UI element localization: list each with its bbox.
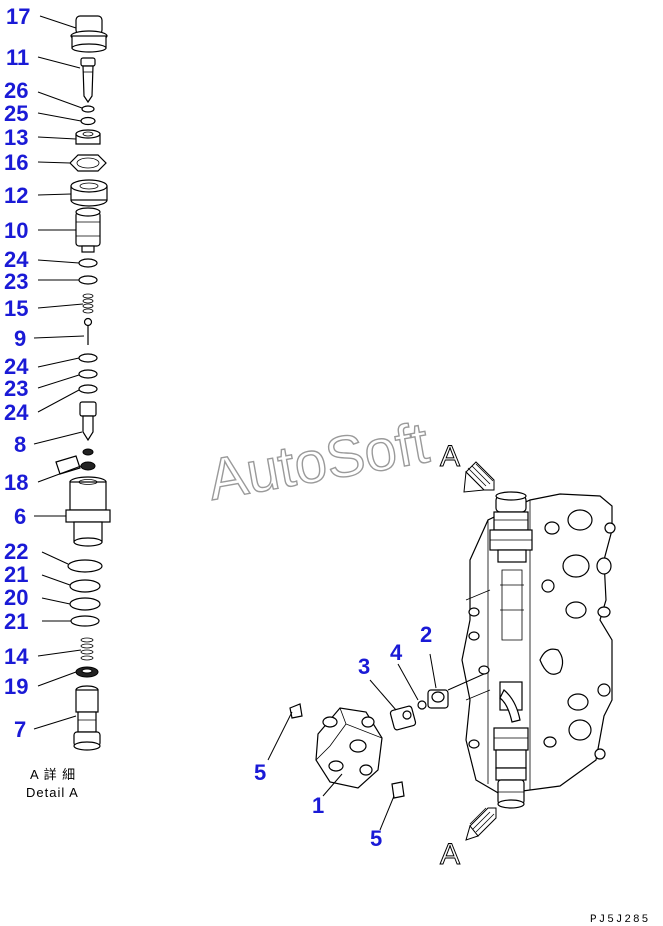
- detail-caption-en: Detail A: [26, 785, 79, 800]
- callout-10: 10: [4, 218, 28, 243]
- detail-callouts: 17 11 26 25 13 16 12 10 24 23 15 9 24 23…: [4, 4, 30, 742]
- part-cap: [70, 15, 108, 53]
- callout-8: 8: [14, 432, 26, 457]
- callout-6: 6: [14, 504, 26, 529]
- callout-2: 2: [420, 622, 432, 647]
- part-backup-ring-2: [78, 353, 98, 363]
- watermark-text: AutoSoft: [203, 410, 433, 513]
- callout-5-b: 5: [370, 826, 382, 851]
- part-large-ring-3: [69, 597, 101, 611]
- callout-23-b: 23: [4, 376, 28, 401]
- valve-block: [461, 491, 616, 809]
- part-spring-small: [82, 293, 94, 314]
- callout-21-a: 21: [4, 562, 28, 587]
- callout-7: 7: [14, 717, 26, 742]
- part-large-ring-4: [70, 615, 100, 627]
- callout-17: 17: [6, 4, 30, 29]
- callout-25: 25: [4, 101, 28, 126]
- view-arrow-bottom: A: [440, 807, 497, 872]
- part-washer: [75, 666, 99, 678]
- callout-22: 22: [4, 539, 28, 564]
- view-letter-bottom: A: [440, 838, 460, 871]
- view-arrow-top: A: [440, 440, 495, 493]
- part-sleeve: [75, 207, 101, 253]
- callout-14: 14: [4, 644, 29, 669]
- part-backup-ring-1: [78, 258, 98, 268]
- callout-19: 19: [4, 674, 28, 699]
- part-needle: [83, 317, 93, 345]
- detail-leaders: [33, 15, 85, 730]
- small-parts: [289, 689, 449, 799]
- callout-3: 3: [358, 654, 370, 679]
- callout-24-c: 24: [4, 400, 29, 425]
- callout-18: 18: [4, 470, 28, 495]
- part-gasket: [69, 154, 107, 172]
- callout-23-a: 23: [4, 269, 28, 294]
- callout-16: 16: [4, 150, 28, 175]
- part-large-ring-1: [67, 559, 103, 573]
- callout-15: 15: [4, 296, 28, 321]
- part-seat: [55, 448, 96, 475]
- callout-21-b: 21: [4, 609, 28, 634]
- detail-caption-jp: A 詳 細: [30, 767, 76, 782]
- view-letter-top: A: [440, 440, 460, 473]
- cover-block: [315, 707, 383, 789]
- assembly-callouts: 1 2 3 4 5 5: [254, 622, 432, 851]
- callout-1: 1: [312, 793, 324, 818]
- callout-13: 13: [4, 125, 28, 150]
- part-spring-large: [80, 637, 94, 661]
- callout-24-b: 24: [4, 354, 29, 379]
- part-lock-nut: [70, 179, 108, 207]
- assembly-leaders: [267, 653, 485, 831]
- part-spool: [73, 685, 101, 751]
- part-backup-ring-3: [78, 384, 98, 394]
- callout-11: 11: [6, 45, 29, 70]
- part-o-ring-1: [78, 275, 98, 285]
- part-plunger: [79, 401, 97, 442]
- part-ring-small-1: [81, 105, 95, 113]
- callout-9: 9: [14, 326, 26, 351]
- reference-code: PJ5J285: [590, 914, 650, 926]
- part-o-ring-2: [78, 369, 98, 379]
- part-nut: [75, 129, 101, 145]
- detail-a-parts: [55, 15, 111, 751]
- callout-4: 4: [390, 640, 403, 665]
- part-ring-small-2: [80, 116, 96, 126]
- part-large-ring-2: [69, 579, 101, 593]
- part-pin: [80, 57, 96, 104]
- callout-12: 12: [4, 183, 28, 208]
- callout-24-a: 24: [4, 247, 29, 272]
- callout-20: 20: [4, 585, 28, 610]
- callout-26: 26: [4, 78, 28, 103]
- callout-5-a: 5: [254, 760, 266, 785]
- part-valve-body: [65, 476, 111, 547]
